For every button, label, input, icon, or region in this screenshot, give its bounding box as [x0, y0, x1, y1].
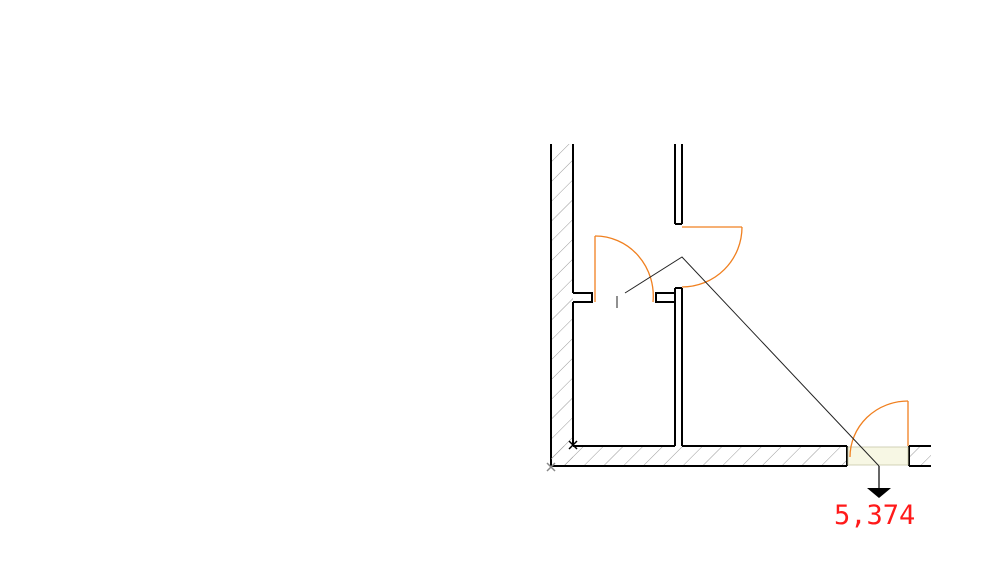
- bottom-exterior-wall[interactable]: [551, 445, 931, 467]
- left-wall-hatch: [551, 144, 573, 466]
- door-arc-left-room: [594, 235, 654, 303]
- elevation-marker[interactable]: [867, 466, 891, 498]
- door-partition[interactable]: [681, 226, 743, 288]
- elevation-value-label[interactable]: 5,374: [834, 500, 916, 531]
- section-guide-line[interactable]: [624, 256, 880, 467]
- wall-stub-left: [573, 292, 593, 303]
- exterior-door-opening[interactable]: [847, 446, 909, 466]
- x-cross-icon[interactable]: [546, 462, 556, 472]
- door-exterior[interactable]: [849, 400, 909, 458]
- bottom-wall-hatch-right: [909, 446, 931, 466]
- door-arc-exterior: [849, 400, 909, 458]
- triangle-down-icon: [867, 488, 891, 498]
- x-cross-icon[interactable]: [568, 440, 578, 450]
- door-left-room[interactable]: [594, 235, 654, 303]
- door-arc-partition: [681, 226, 743, 288]
- wall-stub-right: [655, 292, 675, 303]
- bottom-wall-hatch-left: [551, 446, 847, 466]
- interior-horizontal-wall[interactable]: [573, 292, 675, 303]
- interior-partition-wall[interactable]: [674, 144, 683, 446]
- left-exterior-wall[interactable]: [550, 144, 574, 466]
